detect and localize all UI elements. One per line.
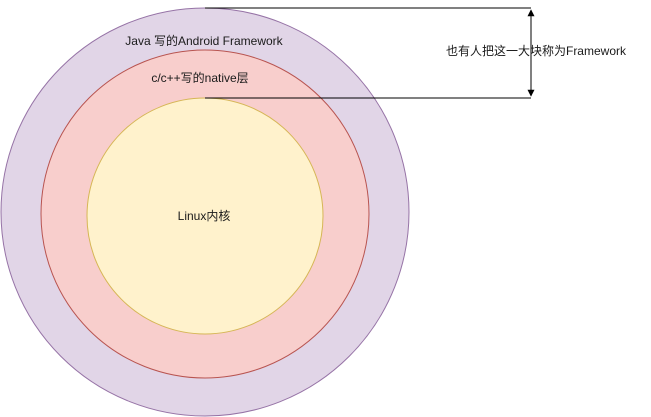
java-framework-label: Java 写的Android Framework — [125, 33, 283, 48]
framework-annotation: 也有人把这一大块称为Framework — [446, 43, 627, 58]
native-layer-label: c/c++写的native层 — [151, 70, 248, 85]
linux-kernel-label: Linux内核 — [178, 209, 231, 223]
